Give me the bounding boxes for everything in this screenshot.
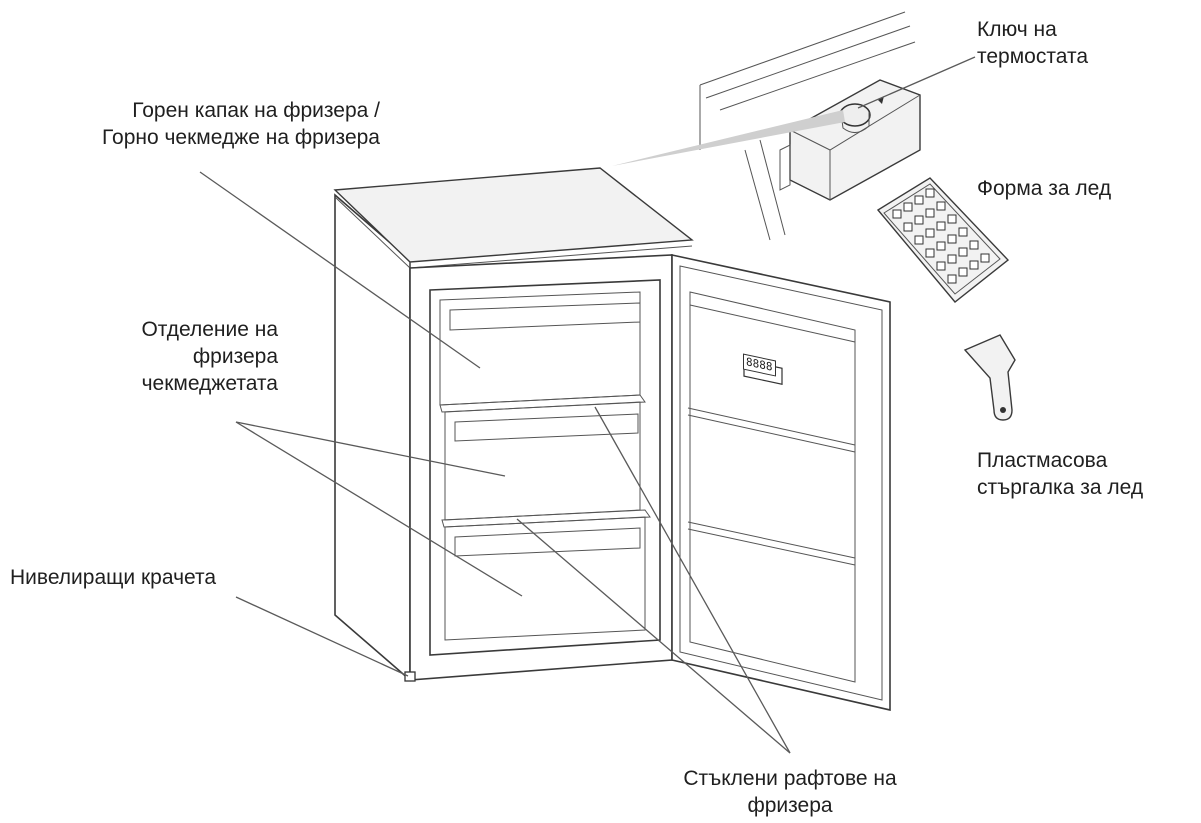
ice-tray-drawing [876,177,1010,303]
scraper-label-line1: Пластмасова [977,449,1108,472]
thermostat-zoom-wedge [612,110,845,166]
ice-cube-cell [958,227,968,237]
ice-cube-cell [925,208,935,218]
ice-cube-cell [958,267,968,277]
shelves-label-line2: фризера [747,794,833,817]
thermostat-label-line2: термостата [977,45,1089,68]
compartment-label-line1: Отделение на [141,318,278,341]
ice-cube-cell [925,228,935,238]
ice-cube-cell [947,234,957,244]
ice-cube-cell [936,241,946,251]
shelves-label: Стъклени рафтове на фризера [640,765,940,819]
ice-cube-cell [969,240,979,250]
compartment-label-line2: фризера [192,345,278,368]
ice-cube-cell [914,215,924,225]
ice-cube-cell [925,248,935,258]
shelves-label-line1: Стъклени рафтове на [683,767,897,790]
ice-cube-cell [980,253,990,263]
ice-cube-cell [914,195,924,205]
compartment-label-line3: чекмеджетата [141,372,278,395]
ice-cube-cell [925,188,935,198]
thermostat-label-line1: Ключ на [977,18,1057,41]
freezer-door [671,254,891,712]
ice-tray-label: Форма за лед [977,177,1112,200]
ice-cube-cell [914,235,924,245]
scraper-label: Пластмасова стъргалка за лед [977,447,1143,501]
scraper-label-line2: стъргалка за лед [977,476,1144,499]
ice-cube-cell [936,261,946,271]
thermostat-closeup [699,11,921,241]
freezer-cabinet [333,167,694,682]
compartment-label: Отделение на фризера чекмеджетата [60,316,278,397]
ice-cube-cell [947,274,957,284]
leader-lines [199,56,976,754]
ice-cube-cell [892,209,902,219]
ice-cube-cell [958,247,968,257]
ice-cube-cell [903,222,913,232]
feet-label: Нивелиращи крачета [10,566,217,589]
ice-cube-cell [969,260,979,270]
top-lid-label-line1: Горен капак на фризера / [132,99,380,122]
ice-cube-cell [947,254,957,264]
ice-cube-cell [936,221,946,231]
top-lid-label: Горен капак на фризера / Горно чекмедже … [10,97,380,151]
thermostat-label: Ключ на термостата [977,16,1088,70]
ice-cube-cell [903,202,913,212]
top-lid-label-line2: Горно чекмедже на фризера [102,126,380,149]
ice-cube-cell [936,201,946,211]
ice-cube-cell [947,214,957,224]
ice-scraper-drawing [963,334,1016,421]
